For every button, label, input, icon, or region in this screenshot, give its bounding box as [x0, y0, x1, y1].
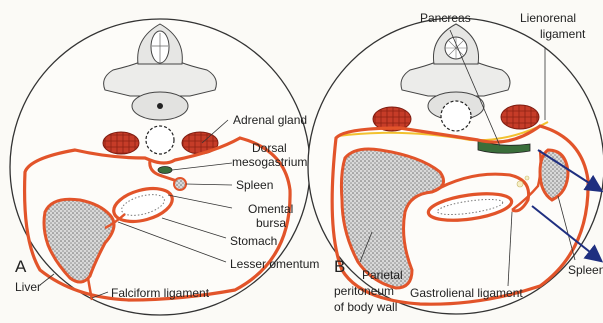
label-pancreas: Pancreas [420, 11, 471, 25]
kidney-right-b [501, 105, 539, 129]
label-dorsal-mesogastrium-1: Dorsal [252, 141, 287, 155]
kidney-left-a [103, 132, 139, 154]
aorta-b [441, 101, 471, 131]
label-adrenal-gland: Adrenal gland [233, 113, 307, 127]
fat-dot-2 [525, 176, 529, 180]
spleen-a [174, 178, 186, 190]
label-omental-bursa-2: bursa [256, 216, 286, 230]
label-liver: Liver [15, 280, 41, 294]
aorta-a [146, 126, 174, 154]
mesogastrium-green-a [158, 167, 172, 174]
label-parietal-2: peritoneum [334, 284, 394, 298]
label-lienorenal-2: ligament [540, 27, 586, 41]
label-parietal-3: of body wall [334, 300, 397, 314]
panel-letter-a: A [15, 257, 27, 276]
label-spleen-b: Spleen [568, 263, 603, 277]
label-spleen-a: Spleen [236, 178, 273, 192]
label-parietal-1: Parietal [362, 268, 403, 282]
label-dorsal-mesogastrium-2: mesogastrium [232, 155, 307, 169]
label-lienorenal-1: Lienorenal [520, 11, 576, 25]
fat-dot-1 [517, 181, 523, 187]
panel-b: Pancreas Lienorenal ligament Parietal pe… [308, 11, 603, 314]
panel-letter-b: B [334, 257, 345, 276]
label-lesser-omentum: Lesser omentum [230, 257, 319, 271]
label-gastrolienal: Gastrolienal ligament [410, 286, 523, 300]
label-omental-bursa-1: Omental [248, 202, 293, 216]
panel-a: Adrenal gland Dorsal mesogastrium Spleen… [10, 19, 319, 315]
label-falciform-ligament: Falciform ligament [111, 286, 210, 300]
label-stomach: Stomach [230, 234, 277, 248]
